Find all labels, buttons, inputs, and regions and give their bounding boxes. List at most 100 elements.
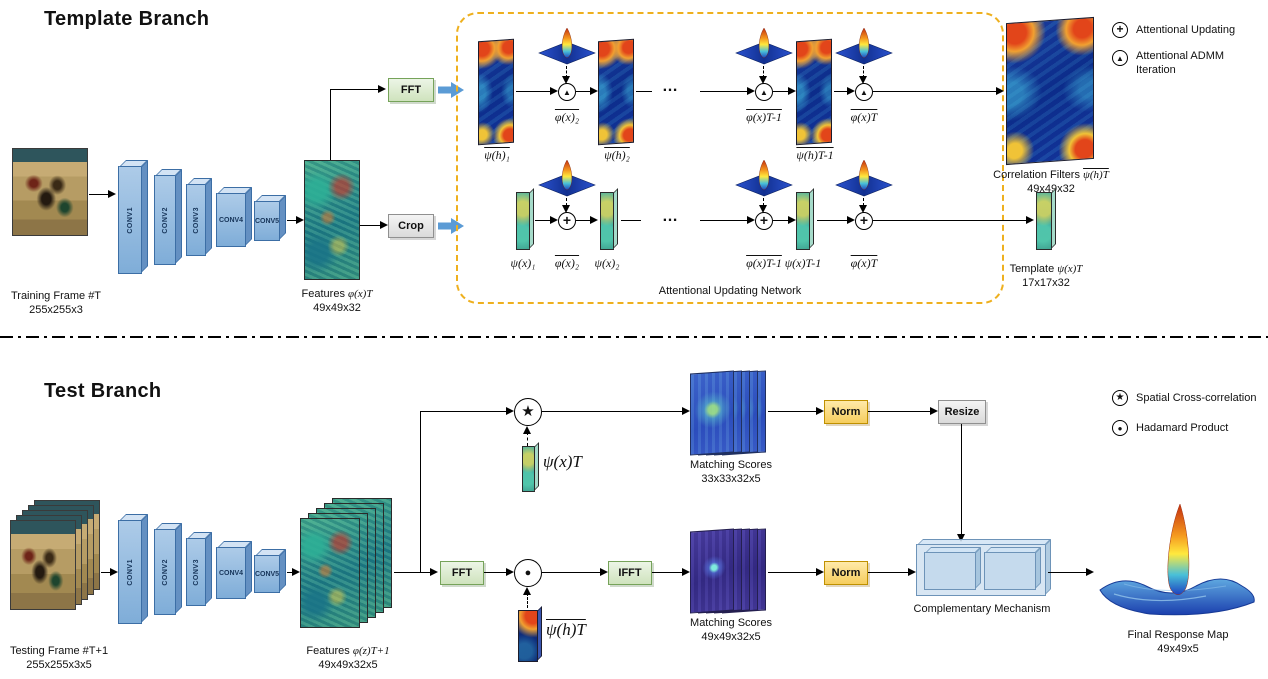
filter-label-2: ψ(h)₂ [604,148,630,162]
connector [700,220,747,221]
testing-frame-image-1 [10,520,76,610]
legend-xcorr-label: Spatial Cross-correlation [1136,392,1257,404]
features-label-line: Features φ(x)T [272,287,402,301]
test-filter-slab [518,610,538,662]
connector [868,411,930,412]
template-output-line: Template ψ(x)T [981,262,1111,276]
filter-map-2 [598,38,634,146]
arrowhead [110,568,118,576]
arrowhead [108,190,116,198]
plus-icon: + [859,212,869,228]
attention-surface-icon [538,27,596,65]
dot-icon: ● [524,567,532,579]
conv3-block-template: CONV3 [186,184,206,256]
arrowhead [747,216,755,224]
legend-updating-label: Attentional Updating [1136,24,1236,36]
template-slab-1 [516,192,530,250]
connector [360,225,380,226]
arrowhead [380,221,388,229]
legend-xcorr-operator: ★ [1112,390,1128,406]
resize-box: Resize [938,400,986,424]
attention-surface-icon [835,159,893,197]
complementary-mechanism-cell-2 [984,552,1036,590]
arrowhead [759,76,767,84]
template-op-label-1: φ(x)₂ [554,256,580,270]
features-caption-test: Features φ(z)T+1 49x49x32x5 [280,644,416,673]
features-dims: 49x49x32x5 [318,659,378,672]
filter-label-3: ψ(h)T-1 [796,148,834,162]
legend-updating-operator: + [1112,22,1128,38]
triangle-icon: ▲ [860,87,868,97]
ellipsis-filters: … [662,78,680,95]
arrowhead [590,216,598,224]
matching-scores-blue-1 [690,370,734,456]
conv1-label: CONV1 [126,558,134,586]
correlation-filters-label: Correlation Filters [993,169,1080,181]
arrowhead [816,407,824,415]
complementary-mechanism-cell-1 [924,552,976,590]
conv2-block-test: CONV2 [154,529,176,615]
correlation-filters-math: ψ(h)T [1083,169,1109,181]
training-frame-label: Training Frame #T [10,290,102,302]
correlation-filters-output-map [1006,16,1094,166]
features-label: Features [301,288,345,300]
arrowhead [296,216,304,224]
connector [700,91,747,92]
legend-admm-operator: ▲ [1112,50,1128,66]
ifft-box: IFFT [608,561,652,585]
plus-icon: + [1116,22,1124,36]
conv3-label: CONV3 [192,206,200,234]
connector [873,91,996,92]
arrowhead [859,76,867,84]
arrowhead [600,568,608,576]
connector [287,572,292,573]
arrowhead [996,87,1004,95]
dot-icon: ● [1117,423,1123,433]
triangle-icon: ▲ [563,87,571,97]
matching-scores-1-label: Matching Scores [690,459,772,471]
updating-operator-3: + [855,212,873,230]
arrowhead [523,426,531,434]
fft-box-test: FFT [440,561,484,585]
arrowhead [430,568,438,576]
star-icon: ★ [521,403,535,420]
arrowhead [550,87,558,95]
filter-map-3 [796,38,832,146]
final-response-dims: 49x49x5 [1157,643,1199,656]
template-branch-title: Template Branch [44,8,210,30]
template-output-label: Template [1009,263,1055,275]
arrowhead [590,87,598,95]
connector [621,220,641,221]
connector [101,572,110,573]
dashed-connector [763,198,764,206]
template-slab-3 [796,192,810,250]
testing-frame-label: Testing Frame #T+1 [9,645,109,657]
dashed-connector [763,66,764,78]
arrowhead [506,568,514,576]
arrowhead [1086,568,1094,576]
connector [287,220,296,221]
correlation-filters-caption: Correlation Filters ψ(h)T 49x49x32 [966,168,1136,197]
template-label-1: ψ(x)₁ [510,256,536,270]
connector [542,572,600,573]
arrowhead [292,568,300,576]
conv1-block-test: CONV1 [118,520,142,624]
arrowhead [378,85,386,93]
connector [420,412,421,573]
attention-surface-icon [835,27,893,65]
correlation-filters-line: Correlation Filters ψ(h)T [966,168,1136,182]
test-branch-title: Test Branch [44,380,162,402]
connector [420,411,506,412]
features-math: φ(x)T [348,288,373,300]
admm-operator-1: ▲ [558,83,576,101]
complementary-mechanism-label: Complementary Mechanism [913,603,1051,615]
updating-operator-2: + [755,212,773,230]
arrowhead [847,87,855,95]
cross-correlation-operator: ★ [514,398,542,426]
testing-frame-dims: 255x255x3x5 [26,659,92,672]
connector [773,220,788,221]
network-label: Attentional Updating Network [658,285,802,297]
conv3-label: CONV3 [192,558,200,586]
conv5-block-template: CONV5 [254,201,280,241]
